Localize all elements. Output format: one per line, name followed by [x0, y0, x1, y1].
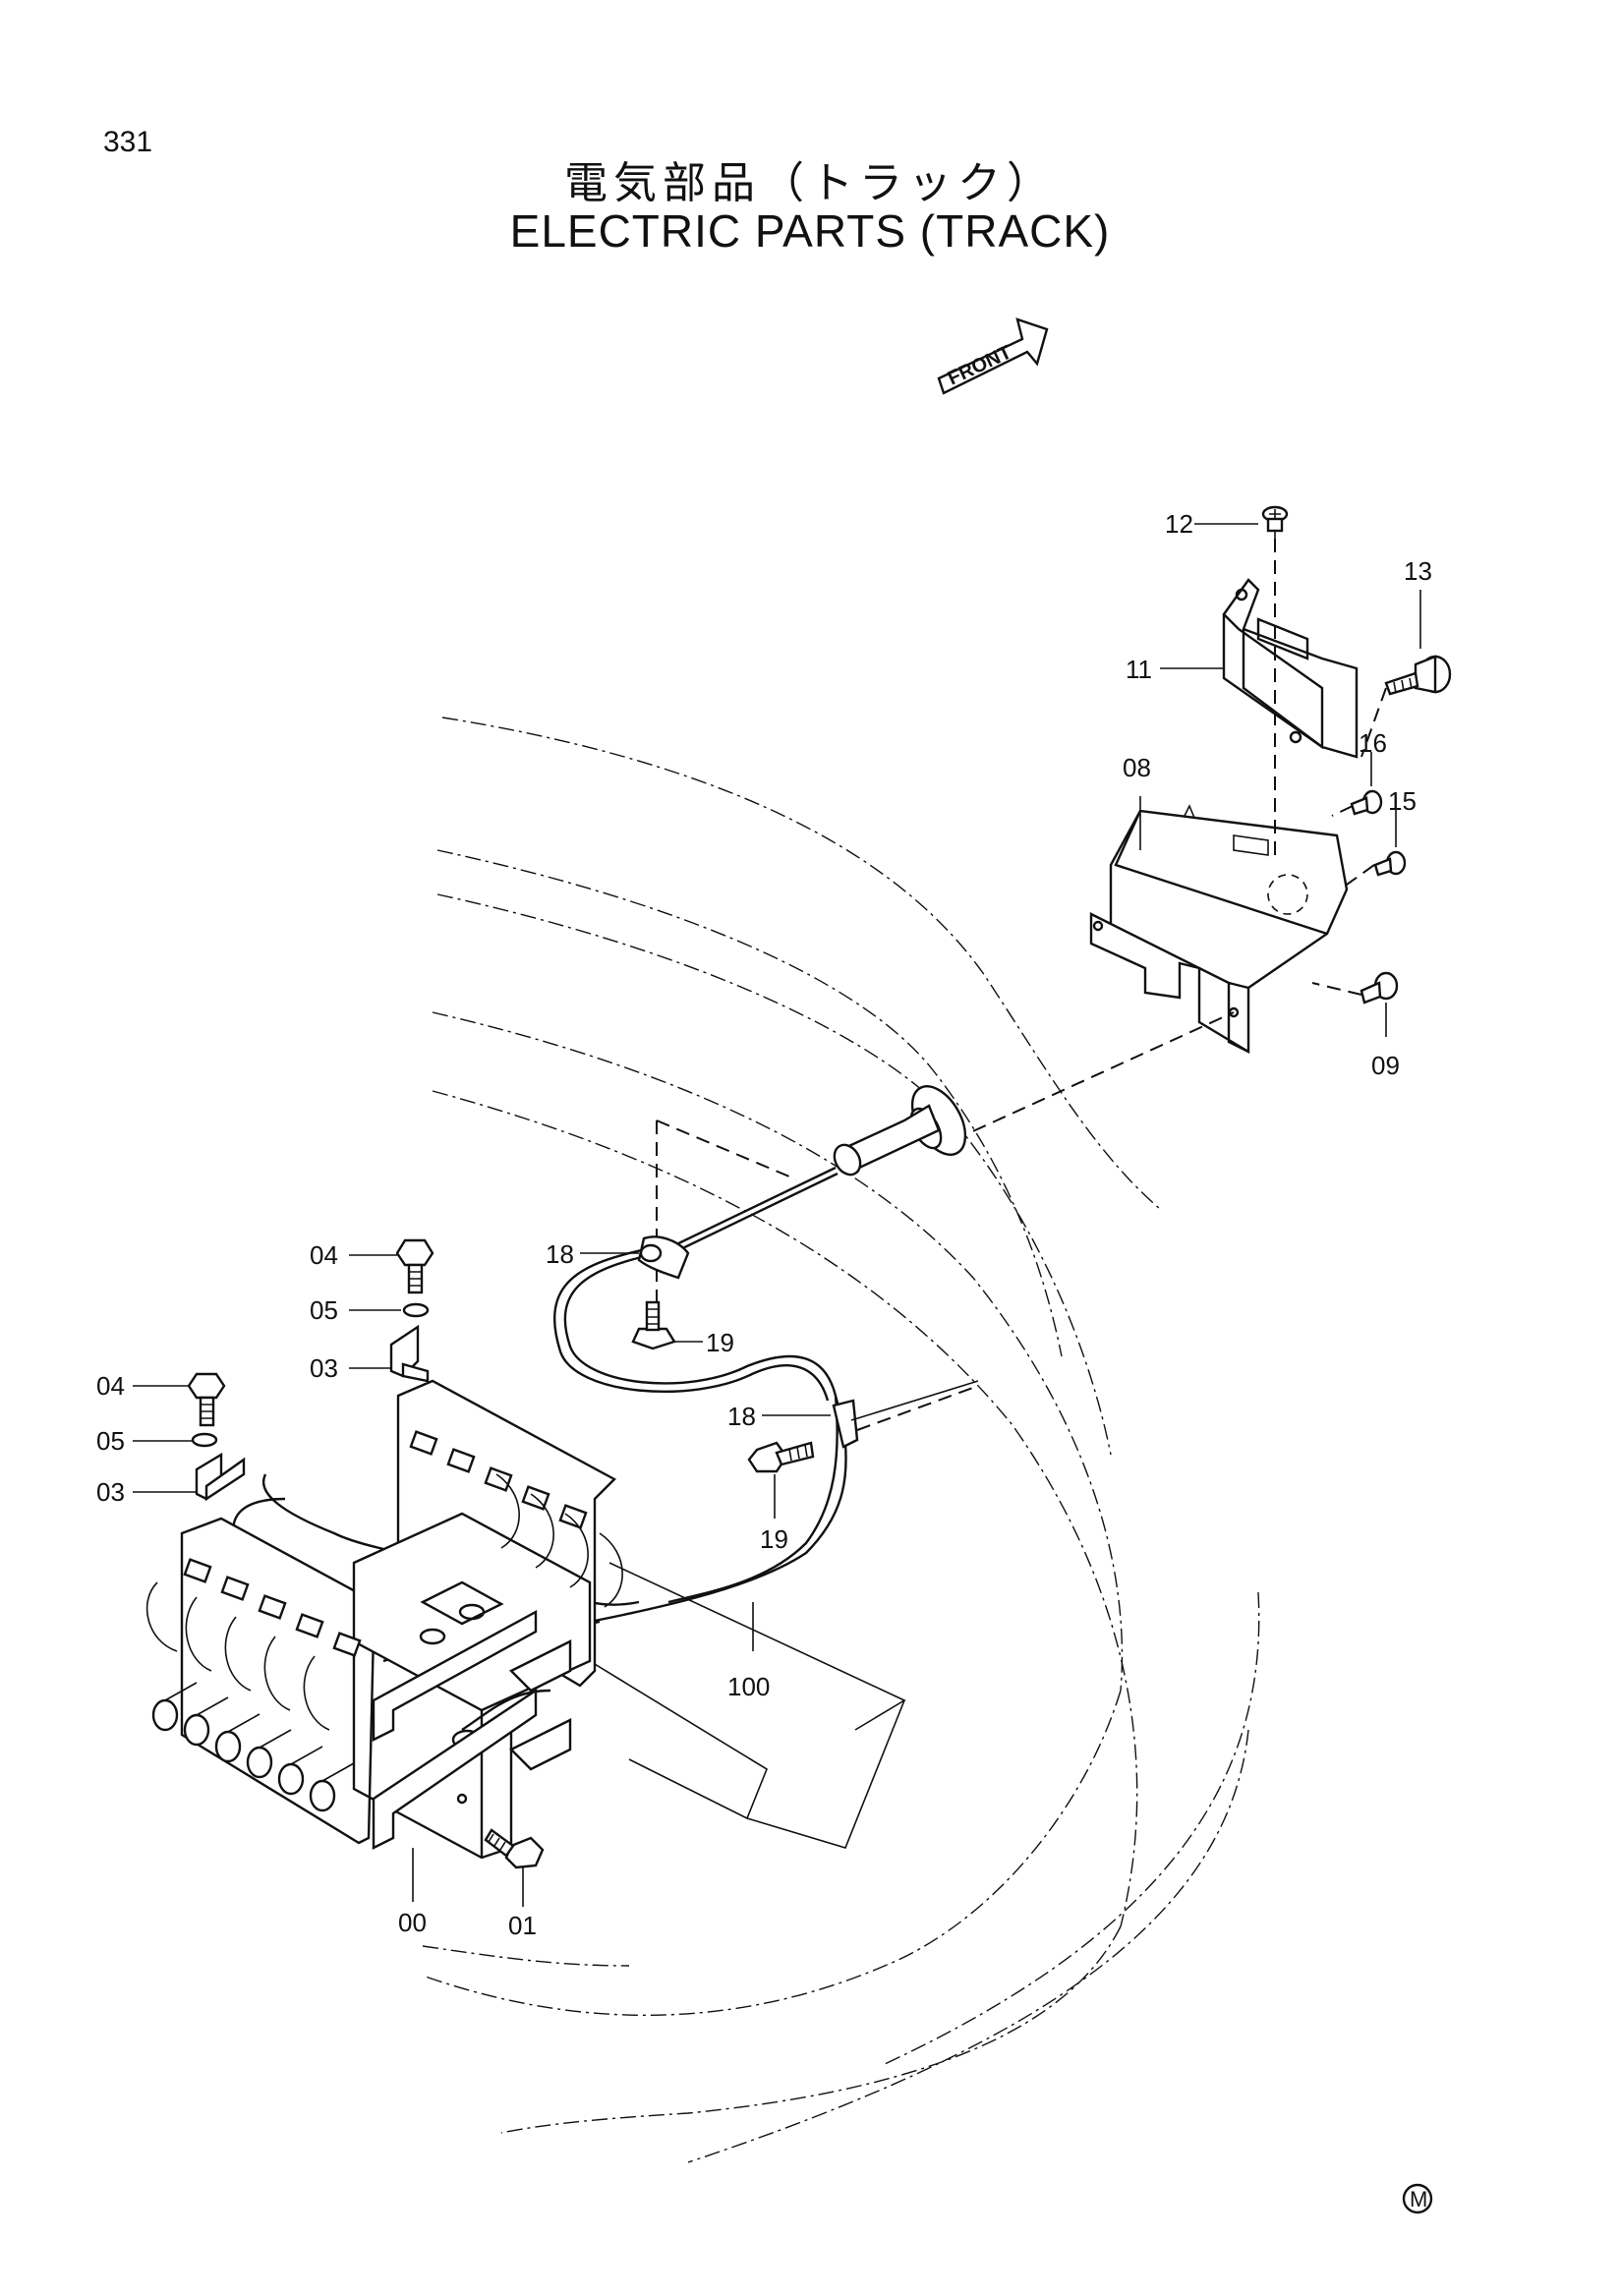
bolt-04-upper-icon	[395, 1238, 434, 1294]
bolt-19-lower-icon	[747, 1441, 815, 1473]
screw-16-icon	[1350, 789, 1383, 816]
socket-dashed-leader	[953, 1011, 1235, 1141]
screw-12-icon	[1261, 505, 1289, 539]
screw-15-icon	[1373, 850, 1407, 877]
floor-box	[589, 1562, 906, 1849]
mounting-bracket	[1222, 578, 1359, 759]
page-title-english: ELECTRIC PARTS (TRACK)	[509, 205, 1111, 257]
clamp-18-upper-icon	[637, 1235, 690, 1280]
callout-04-upper: 04	[310, 1240, 338, 1270]
bolt-19-upper-icon	[631, 1300, 676, 1350]
callout-05-lower: 05	[96, 1426, 125, 1456]
monitor-box	[1089, 804, 1349, 1054]
callout-15: 15	[1388, 786, 1417, 816]
clamp-18-lower-icon	[832, 1380, 979, 1449]
knob-13-icon	[1384, 655, 1452, 696]
clamp-dashed-leader	[656, 1119, 797, 1317]
callout-100: 100	[727, 1672, 770, 1701]
screw-09-icon	[1360, 971, 1399, 1004]
callout-03-upper: 03	[310, 1353, 338, 1383]
socket-plug-icon	[667, 1085, 967, 1256]
callout-05-upper: 05	[310, 1295, 338, 1325]
callout-03-lower: 03	[96, 1477, 125, 1507]
callout-09: 09	[1371, 1051, 1400, 1080]
front-label: FRONT	[945, 341, 1015, 389]
callout-19-lower: 19	[760, 1524, 788, 1554]
callout-13: 13	[1404, 556, 1432, 586]
callout-08: 08	[1123, 753, 1151, 782]
callout-04-lower: 04	[96, 1371, 125, 1401]
washer-05-lower-icon	[191, 1432, 218, 1448]
callout-01: 01	[508, 1911, 537, 1940]
cab-floor-outline	[422, 717, 1260, 2163]
bracket-03-upper-icon	[389, 1324, 430, 1383]
bolt-04-lower-icon	[187, 1372, 226, 1427]
front-arrow-icon: FRONT	[937, 317, 1049, 395]
callout-00: 00	[398, 1908, 427, 1937]
callout-16: 16	[1359, 728, 1387, 758]
m-mark-icon: M	[1402, 2183, 1433, 2214]
bolt-01-icon	[484, 1828, 545, 1869]
monitor-dashed-leaders	[1274, 539, 1387, 996]
callout-12: 12	[1165, 509, 1193, 539]
callout-11: 11	[1126, 655, 1152, 684]
solenoid-valve-block	[145, 1379, 623, 1860]
page-title-japanese: 電気部品（トラック）	[564, 158, 1056, 208]
washer-05-upper-icon	[402, 1302, 430, 1318]
page-number: 331	[103, 126, 153, 158]
callout-18-upper: 18	[546, 1239, 574, 1269]
callout-19-upper: 19	[706, 1328, 734, 1357]
callout-leaders	[133, 523, 1421, 1907]
callout-18-lower: 18	[727, 1402, 756, 1431]
bracket-03-lower-icon	[195, 1452, 246, 1502]
m-mark-text: M	[1410, 2187, 1427, 2211]
